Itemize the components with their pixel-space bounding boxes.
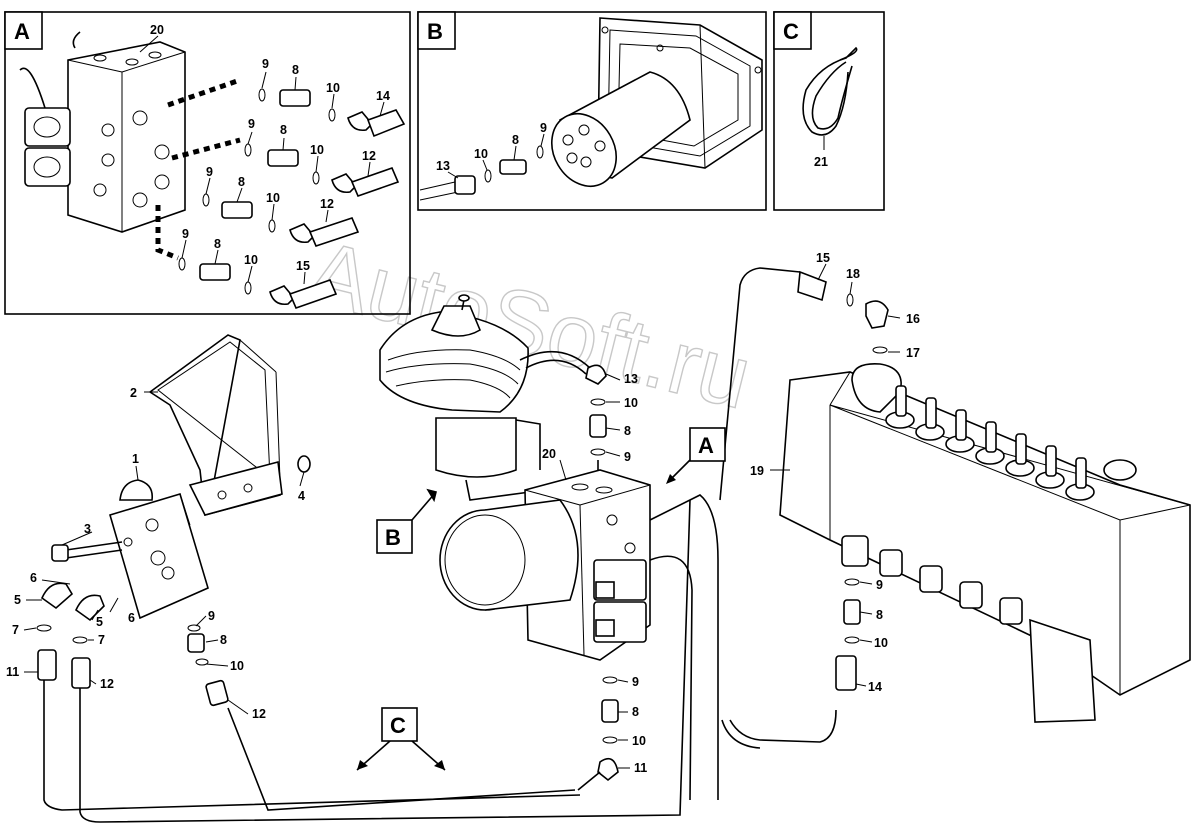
callout-m-11a: 11 [6,665,19,679]
callout-m-9a: 9 [208,609,215,623]
callout-m-6a: 6 [30,571,37,585]
view-marker-a: A [666,427,726,484]
callout-r-16: 16 [906,312,920,326]
callout-a-12a: 12 [362,149,376,163]
detail-b-tag: B [427,19,443,44]
callout-a-20: 20 [150,23,164,37]
callout-m-1: 1 [132,452,139,466]
view-marker-b: B [376,488,437,554]
callout-a-9d: 9 [182,227,189,241]
callout-r-10: 10 [874,636,888,650]
callout-a-12b: 12 [320,197,334,211]
callout-a-9c: 9 [206,165,213,179]
callout-a-10a: 10 [326,81,340,95]
callout-m-5b: 5 [96,615,103,629]
callout-c-21: 21 [814,155,828,169]
callout-a-8d: 8 [214,237,221,251]
callout-v-8: 8 [632,705,639,719]
callout-r-17: 17 [906,346,920,360]
callout-a-9b: 9 [248,117,255,131]
callout-m-2: 2 [130,386,137,400]
callout-j-20: 20 [542,447,556,461]
callout-m-7b: 7 [98,633,105,647]
callout-m-10a: 10 [230,659,244,673]
callout-r-8: 8 [876,608,883,622]
callout-b-13: 13 [436,159,450,173]
detail-b-panel: B 13 10 8 9 [417,11,767,211]
callout-m-5a: 5 [14,593,21,607]
detail-c-tag: C [783,19,799,44]
callout-v-9: 9 [632,675,639,689]
callout-a-8b: 8 [280,123,287,137]
callout-a-8a: 8 [292,63,299,77]
callout-a-10c: 10 [266,191,280,205]
callout-r-9: 9 [876,578,883,592]
callout-b-8: 8 [512,133,519,147]
view-marker-c: C [356,707,446,771]
callout-r-19: 19 [750,464,764,478]
callout-m-7a: 7 [12,623,19,637]
joystick-assembly: 13 10 8 9 20 9 8 10 11 [379,267,837,801]
callout-a-15: 15 [296,259,310,273]
callout-r-14: 14 [868,680,882,694]
callout-v-11: 11 [634,761,647,775]
detail-a-panel: A [4,11,411,315]
callout-m-6b: 6 [128,611,135,625]
view-marker-b-tag: B [385,525,401,550]
callout-j-13: 13 [624,372,638,386]
callout-m-12a: 12 [100,677,114,691]
callout-b-10: 10 [474,147,488,161]
callout-m-3: 3 [84,522,91,536]
callout-m-8a: 8 [220,633,227,647]
callout-b-9: 9 [540,121,547,135]
callout-a-14: 14 [376,89,390,103]
callout-a-8c: 8 [238,175,245,189]
callout-a-10d: 10 [244,253,258,267]
callout-m-12b: 12 [252,707,266,721]
detail-a-tag: A [14,19,30,44]
callout-v-10: 10 [632,734,646,748]
callout-r-18: 18 [846,267,860,281]
callout-a-9a: 9 [262,57,269,71]
bracket-assembly: 2 1 4 3 6 6 5 5 7 7 11 12 9 8 10 12 [6,334,691,823]
callout-j-10: 10 [624,396,638,410]
control-valve-bank: 15 18 16 17 19 9 8 10 14 [750,251,1191,723]
detail-c-panel: C 21 [773,11,885,211]
watermark: AutoSoft.ru [299,223,760,429]
callout-j-9: 9 [624,450,631,464]
callout-a-10b: 10 [310,143,324,157]
callout-j-8: 8 [624,424,631,438]
view-marker-a-tag: A [698,433,714,458]
view-marker-c-tag: C [390,713,406,738]
callout-m-4: 4 [298,489,305,503]
callout-r-15: 15 [816,251,830,265]
